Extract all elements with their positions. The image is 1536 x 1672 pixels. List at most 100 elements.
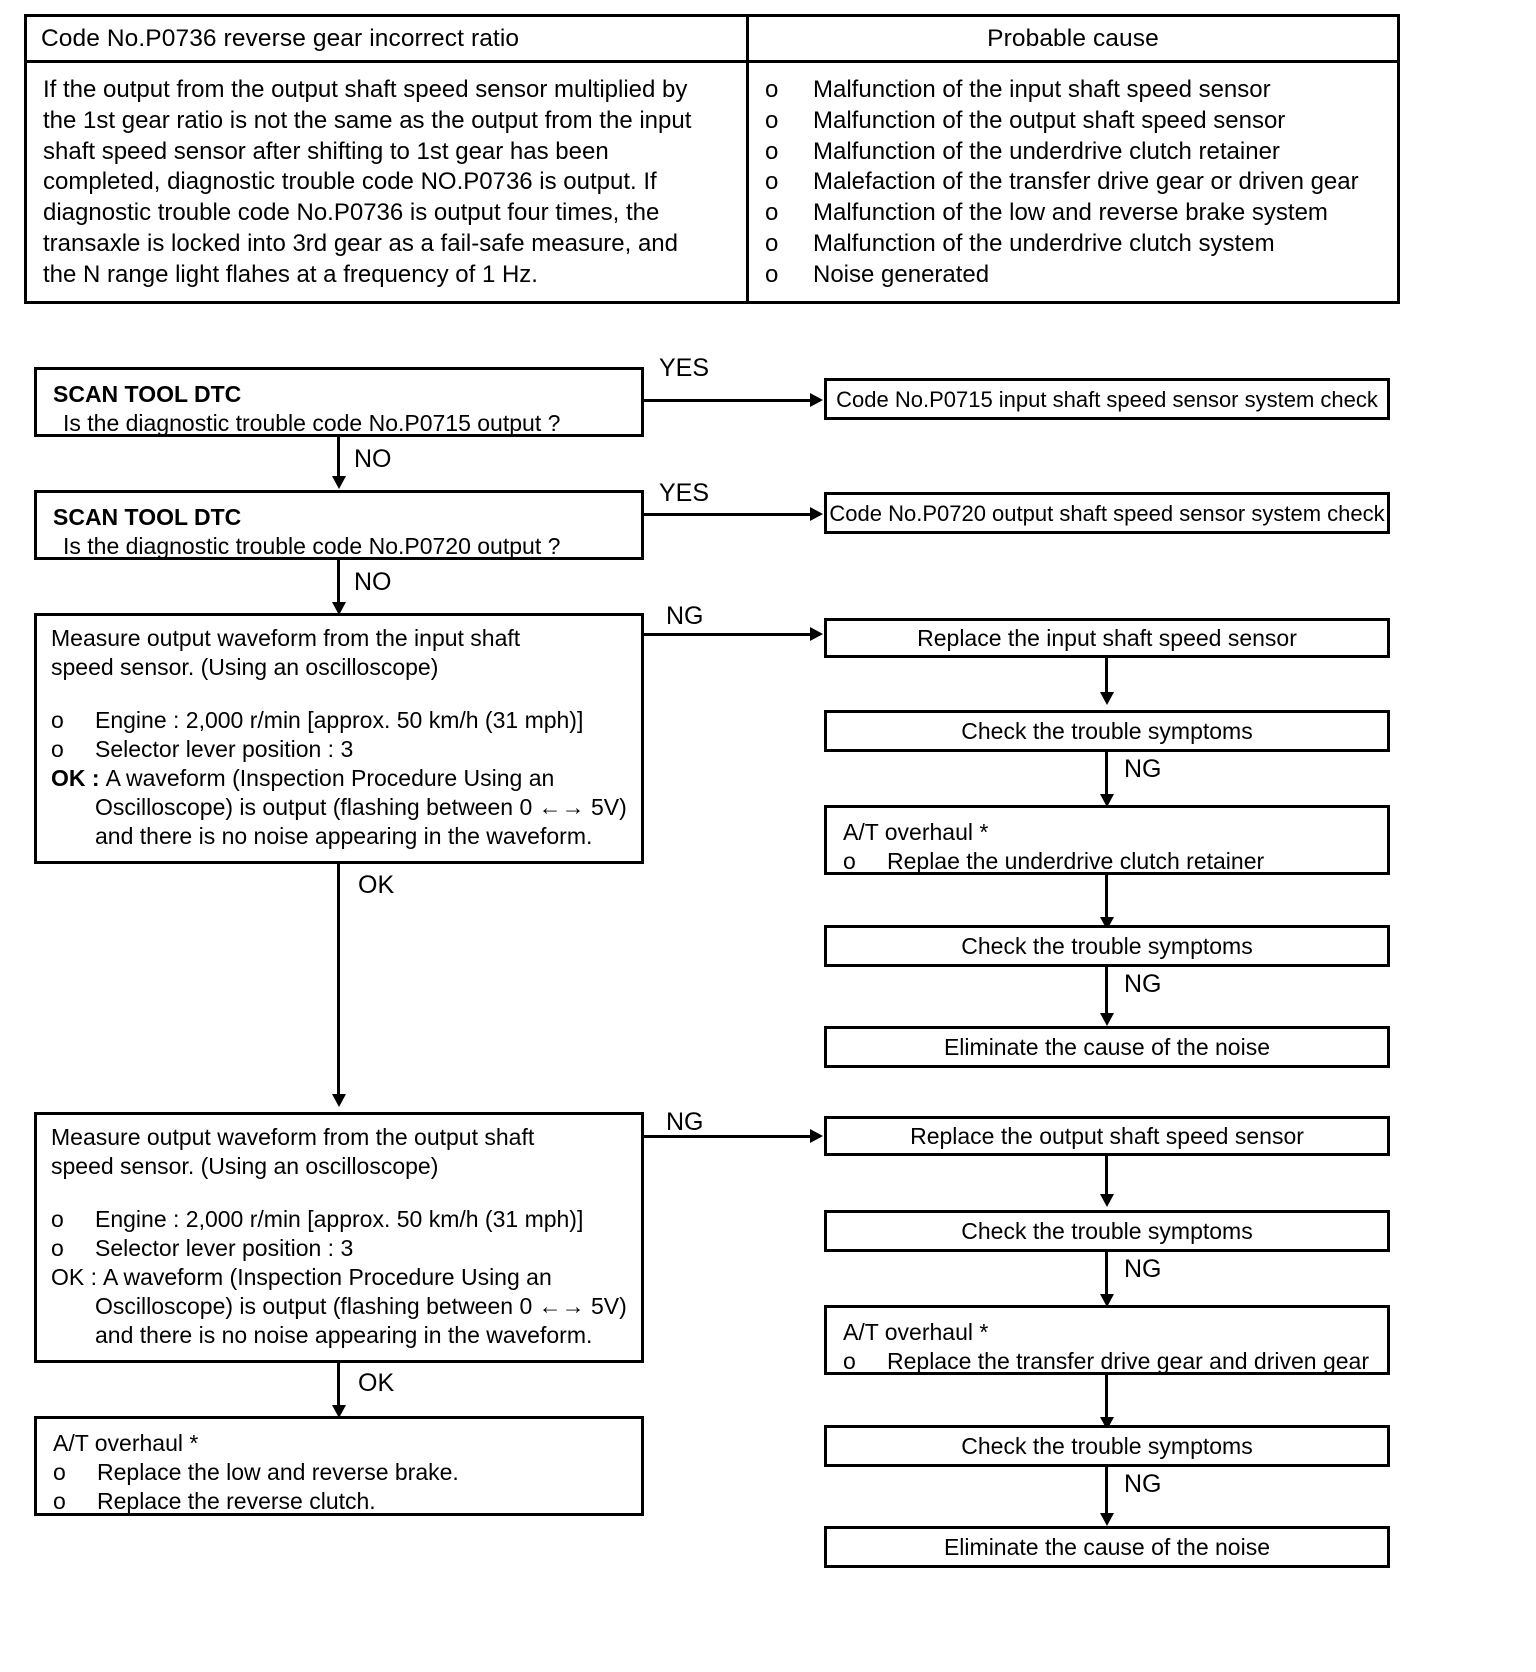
cause-text: Noise generated	[813, 260, 990, 288]
ok-key-label: OK :	[51, 1264, 98, 1290]
p0715-system-check-text: Code No.P0715 input shaft speed sensor s…	[836, 386, 1378, 412]
flow-box-measure-input-shaft: Measure output waveform from the input s…	[34, 613, 644, 864]
measure-input-condition: o Engine : 2,000 r/min [approx. 50 km/h …	[51, 706, 629, 735]
flow-box-scan-tool-dtc-p0720: SCAN TOOL DTC Is the diagnostic trouble …	[34, 490, 644, 560]
cause-text: Malfunction of the low and reverse brake…	[813, 199, 1328, 227]
measure-output-line1: Measure output waveform from the output …	[51, 1124, 535, 1150]
yes-arrow-2	[810, 507, 823, 521]
desc-line-6: transaxle is locked into 3rd gear as a f…	[43, 229, 679, 257]
arrow-b4	[1100, 1513, 1114, 1526]
at-overhaul-a-title: A/T overhaul *	[843, 819, 989, 845]
cause-item: o Noise generated	[765, 260, 1389, 291]
ng-label-b: NG	[666, 1108, 704, 1136]
arrow-a2	[1100, 794, 1114, 807]
ok-connector-b	[337, 1363, 340, 1411]
ok-criteria-line1: A waveform (Inspection Procedure Using a…	[103, 1264, 552, 1290]
ok-criteria-line3: and there is no noise appearing in the w…	[95, 823, 593, 849]
check-symptoms-b2-text: Check the trouble symptoms	[961, 1432, 1253, 1459]
at-overhaul-final-item: o Replace the reverse clutch.	[53, 1487, 631, 1516]
eliminate-noise-a-text: Eliminate the cause of the noise	[943, 1033, 1271, 1060]
connector-b3	[1105, 1375, 1108, 1423]
dtc-table: Code No.P0736 reverse gear incorrect rat…	[24, 14, 1400, 304]
ng-label-a: NG	[666, 602, 704, 630]
connector-a1	[1105, 658, 1108, 698]
no-connector-1	[337, 437, 340, 482]
no-label-2: NO	[354, 568, 392, 596]
cause-text: Malfunction of the underdrive clutch sys…	[813, 229, 1275, 257]
bullet-marker: o	[765, 199, 779, 227]
at-overhaul-b-title: A/T overhaul *	[843, 1319, 989, 1345]
measure-input-condition: o Selector lever position : 3	[51, 735, 629, 764]
ng-label-b1: NG	[1124, 1255, 1162, 1283]
dtc-description-cell: If the output from the output shaft spee…	[27, 63, 749, 301]
ok-label-b: OK	[358, 1369, 395, 1397]
desc-line-2: the 1st gear ratio is not the same as th…	[43, 106, 692, 134]
no-arrow-2	[332, 602, 346, 615]
flow-box-check-symptoms-b1: Check the trouble symptoms	[824, 1210, 1390, 1252]
condition-text: Selector lever position : 3	[95, 1235, 354, 1261]
yes-label-2: YES	[659, 479, 710, 507]
bullet-marker: o	[51, 1206, 64, 1232]
flow-box-eliminate-noise-a: Eliminate the cause of the noise	[824, 1026, 1390, 1068]
p0720-system-check-text: Code No.P0720 output shaft speed sensor …	[829, 500, 1385, 526]
measure-input-line2: speed sensor. (Using an oscilloscope)	[51, 654, 439, 680]
replace-output-sensor-text: Replace the output shaft speed sensor	[910, 1122, 1304, 1149]
dtc-code-title: Code No.P0736 reverse gear incorrect rat…	[41, 24, 520, 52]
ok-label-a: OK	[358, 871, 395, 899]
measure-output-condition: o Selector lever position : 3	[51, 1234, 629, 1263]
connector-b1	[1105, 1156, 1108, 1200]
measure-input-ok-criteria: OK : A waveform (Inspection Procedure Us…	[51, 764, 629, 793]
no-arrow-1	[332, 476, 346, 489]
cause-item: o Malfunction of the low and reverse bra…	[765, 198, 1389, 229]
flow-box-replace-output-sensor: Replace the output shaft speed sensor	[824, 1116, 1390, 1156]
arrow-b1	[1100, 1194, 1114, 1207]
check-symptoms-a1-text: Check the trouble symptoms	[961, 717, 1253, 744]
scan-tool-dtc-title-1: SCAN TOOL DTC	[53, 381, 242, 407]
measure-output-ok-criteria: OK : A waveform (Inspection Procedure Us…	[51, 1263, 629, 1292]
at-overhaul-final-item: o Replace the low and reverse brake.	[53, 1458, 631, 1487]
bullet-marker: o	[765, 229, 779, 257]
spacer	[51, 682, 629, 706]
desc-line-3: shaft speed sensor after shifting to 1st…	[43, 137, 609, 165]
ng-label-b2: NG	[1124, 1470, 1162, 1498]
yes-label-1: YES	[659, 354, 710, 382]
ng-label-a1: NG	[1124, 755, 1162, 783]
condition-text: Engine : 2,000 r/min [approx. 50 km/h (3…	[95, 707, 584, 733]
flow-box-check-symptoms-a2: Check the trouble symptoms	[824, 925, 1390, 967]
cause-item: o Malfunction of the input shaft speed s…	[765, 75, 1389, 106]
at-overhaul-b-item: o Replace the transfer drive gear and dr…	[843, 1347, 1377, 1376]
flow-box-check-symptoms-b2: Check the trouble symptoms	[824, 1425, 1390, 1467]
flow-box-scan-tool-dtc-p0715: SCAN TOOL DTC Is the diagnostic trouble …	[34, 367, 644, 437]
bullet-marker: o	[765, 168, 779, 196]
eliminate-noise-b-text: Eliminate the cause of the noise	[943, 1533, 1271, 1560]
ok-arrow-a	[332, 1094, 346, 1107]
condition-text: Engine : 2,000 r/min [approx. 50 km/h (3…	[95, 1206, 584, 1232]
at-overhaul-final-item-text: Replace the reverse clutch.	[97, 1488, 376, 1514]
flow-box-eliminate-noise-b: Eliminate the cause of the noise	[824, 1526, 1390, 1568]
connector-b2	[1105, 1252, 1108, 1300]
scan-tool-dtc-question-2: Is the diagnostic trouble code No.P0720 …	[63, 533, 561, 559]
ok-criteria-line3: and there is no noise appearing in the w…	[95, 1322, 593, 1348]
ng-label-a2: NG	[1124, 970, 1162, 998]
flow-box-at-overhaul-final: A/T overhaul * o Replace the low and rev…	[34, 1416, 644, 1516]
cause-text: Malfunction of the output shaft speed se…	[813, 106, 1286, 134]
dtc-table-header-row: Code No.P0736 reverse gear incorrect rat…	[27, 17, 1397, 63]
bullet-marker: o	[51, 736, 64, 762]
flow-box-measure-output-shaft: Measure output waveform from the output …	[34, 1112, 644, 1363]
cause-text: Malfunction of the underdrive clutch ret…	[813, 137, 1280, 165]
scan-tool-dtc-title-2: SCAN TOOL DTC	[53, 504, 242, 530]
connector-a3	[1105, 875, 1108, 923]
connector-a2	[1105, 752, 1108, 800]
no-label-1: NO	[354, 445, 392, 473]
check-symptoms-a2-text: Check the trouble symptoms	[961, 932, 1253, 959]
ok-criteria-line2: Oscilloscope) is output (flashing betwee…	[95, 1293, 627, 1319]
ok-criteria-line1: A waveform (Inspection Procedure Using a…	[105, 765, 555, 791]
at-overhaul-a-item-text: Replae the underdrive clutch retainer	[887, 848, 1265, 874]
bullet-marker: o	[765, 260, 779, 288]
probable-cause-list: o Malfunction of the input shaft speed s…	[749, 63, 1397, 299]
ok-key-label: OK :	[51, 765, 100, 791]
bullet-marker: o	[765, 106, 779, 134]
probable-cause-title: Probable cause	[987, 24, 1159, 52]
at-overhaul-final-item-text: Replace the low and reverse brake.	[97, 1459, 459, 1485]
